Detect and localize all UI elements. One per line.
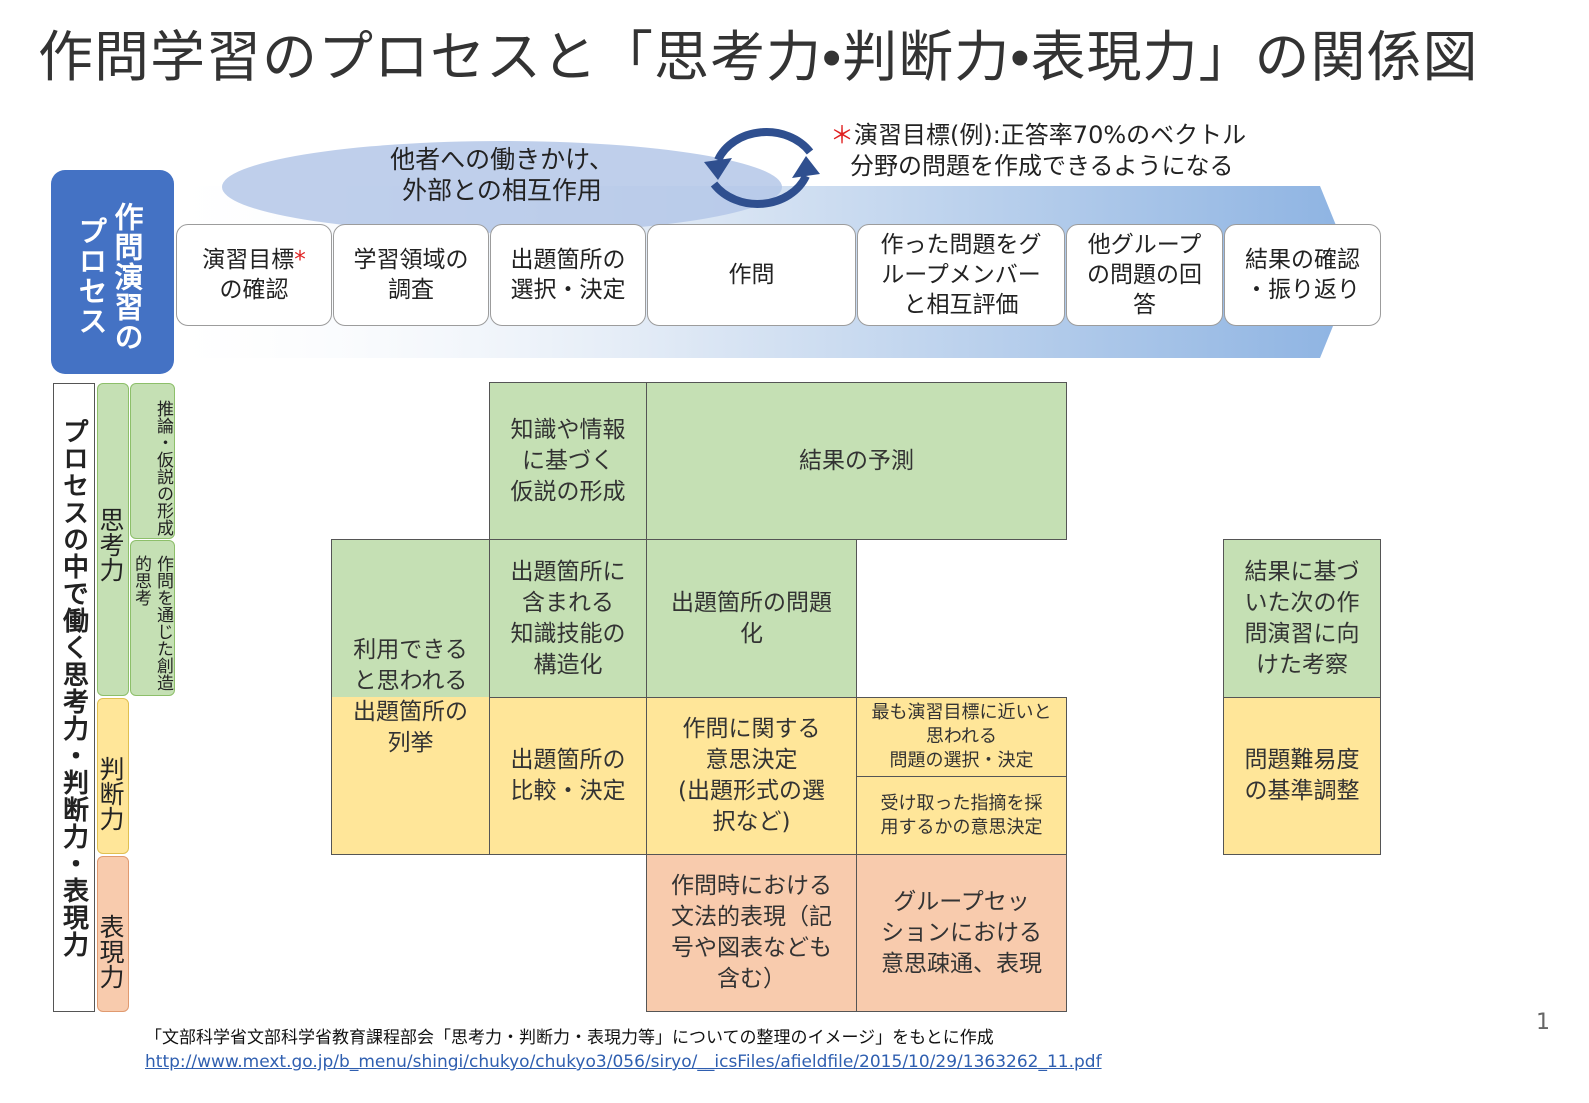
step-goal-check: 演習目標* の確認 — [176, 224, 332, 326]
process-header-line1: 作問演習の — [110, 202, 144, 352]
note-line1: 演習目標(例):正答率70%のベクトル — [854, 121, 1247, 149]
interaction-ellipse-text: 他者への働きかけ、 外部との相互作用 — [390, 145, 614, 205]
step-star: * — [294, 247, 306, 273]
cell-next-consideration: 結果に基づ いた次の作 問演習に向 けた考察 — [1223, 539, 1381, 698]
page-number: 1 — [1536, 1010, 1550, 1035]
step-label: 演習目標 — [202, 247, 295, 273]
cell-list-locations: 利用できる と思われる 出題箇所の 列挙 — [331, 539, 490, 855]
cell-problematize: 出題箇所の問題 化 — [646, 539, 857, 698]
process-header-line2: プロセス — [74, 216, 108, 336]
step-make-problem: 作問 — [647, 224, 856, 326]
cell-decision-making: 作問に関する 意思決定 (出題形式の選 択など) — [646, 697, 857, 855]
cell-adopt-feedback: 受け取った指摘を採 用するかの意思決定 — [856, 776, 1067, 855]
step-label-2: の確認 — [219, 277, 289, 303]
cell-difficulty-adjust: 問題難易度 の基準調整 — [1223, 697, 1381, 855]
category-expression: 表現力 — [96, 856, 129, 1012]
step-peer-review: 作った問題をグ ループメンバー と相互評価 — [857, 224, 1065, 326]
goal-note: ＊演習目標(例):正答率70%のベクトル 分野の問題を作成できるようになる — [830, 120, 1246, 182]
step-reflection: 結果の確認 ・振り返り — [1224, 224, 1381, 326]
subcategory-creative: 作問を通じた創造的思考 — [130, 540, 175, 696]
category-judgment: 判断力 — [96, 698, 129, 854]
side-title: プロセスの中で働く思考力・判断力・表現力 — [53, 383, 95, 1012]
step-select-location: 出題箇所の 選択・決定 — [490, 224, 646, 326]
step-answer-others: 他グループ の問題の回 答 — [1066, 224, 1223, 326]
cell-compare-decide: 出題箇所の 比較・決定 — [489, 697, 647, 855]
note-line2: 分野の問題を作成できるようになる — [850, 152, 1234, 180]
cycle-arrows-icon — [704, 128, 820, 208]
cell-select-closest: 最も演習目標に近いと 思われる 問題の選択・決定 — [856, 697, 1067, 777]
cell-predict-result: 結果の予測 — [646, 382, 1067, 540]
interaction-ellipse — [222, 141, 782, 233]
subcategory-hypothesis: 推論・仮説の形成 — [130, 383, 175, 539]
cell-group-communication: グループセッ ションにおける 意思疎通、表現 — [856, 854, 1067, 1012]
process-header: 作問演習の プロセス — [51, 170, 174, 374]
step-domain-survey: 学習領域の 調査 — [333, 224, 489, 326]
category-thinking: 思考力 — [96, 383, 129, 696]
source-citation: 「文部科学省文部科学省教育課程部会「思考力・判断力・表現力等」についての整理のイ… — [145, 1026, 1102, 1074]
source-link[interactable]: http://www.mext.go.jp/b_menu/shingi/chuk… — [145, 1052, 1102, 1072]
note-star: ＊ — [830, 121, 854, 149]
source-text: 「文部科学省文部科学省教育課程部会「思考力・判断力・表現力等」についての整理のイ… — [145, 1028, 994, 1048]
cell-grammatical-expression: 作問時における 文法的表現（記 号や図表なども 含む） — [646, 854, 857, 1012]
cell-structure-knowledge: 出題箇所に 含まれる 知識技能の 構造化 — [489, 539, 647, 698]
page-title: 作問学習のプロセスと「思考力•判断力•表現力」の関係図 — [38, 25, 1479, 89]
cell-hypothesis-formation: 知識や情報 に基づく 仮説の形成 — [489, 382, 647, 540]
